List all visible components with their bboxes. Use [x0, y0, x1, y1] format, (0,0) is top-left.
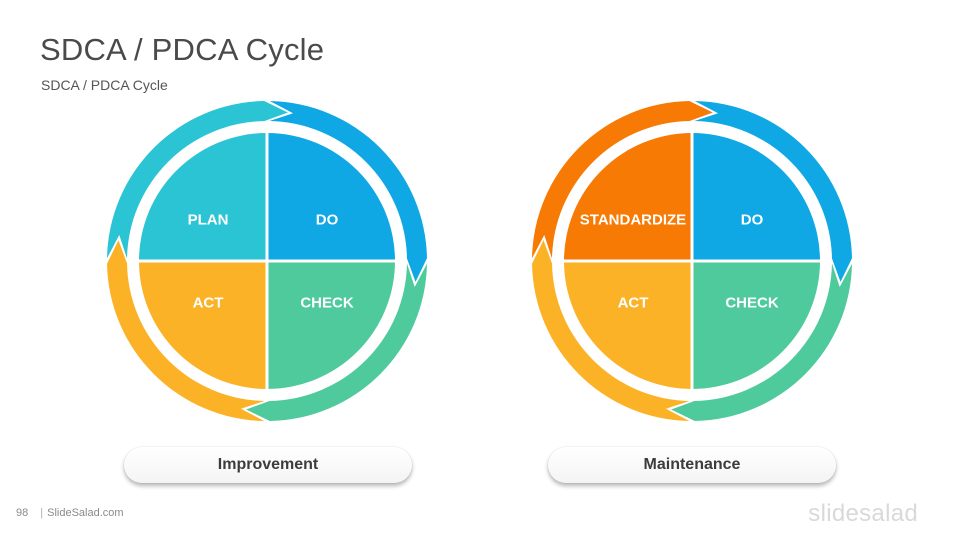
quadrant-bottom-right: [267, 261, 395, 389]
arrow-segment-bottom-left: [107, 240, 265, 421]
arrow-segment-top-right: [694, 101, 852, 282]
quadrant-label-bottom-right: CHECK: [725, 295, 779, 312]
footer-site: SlideSalad.com: [47, 507, 124, 519]
slide-subtitle: SDCA / PDCA Cycle: [41, 77, 168, 93]
quadrant-bottom-right: [692, 261, 820, 389]
quadrant-label-top-left: PLAN: [188, 212, 229, 229]
quadrant-label-bottom-left: ACT: [193, 295, 224, 312]
quadrant-bottom-left: [564, 261, 692, 389]
cycle-improvement: PLAN DO CHECK ACT: [107, 101, 427, 421]
quadrant-label-bottom-left: ACT: [618, 295, 649, 312]
brand-logo: slidesalad: [808, 500, 918, 527]
arrow-segment-top-left: [532, 101, 713, 259]
arrow-segment-top-left: [107, 101, 288, 259]
cycle-maintenance: STANDARDIZE DO CHECK ACT: [532, 101, 852, 421]
quadrant-top-right: [692, 133, 820, 261]
slide-title: SDCA / PDCA Cycle: [40, 32, 325, 67]
quadrant-label-bottom-right: CHECK: [300, 295, 354, 312]
quadrant-bottom-left: [139, 261, 267, 389]
footer: 98|SlideSalad.com: [16, 507, 124, 519]
arrow-segment-bottom-right: [246, 263, 427, 421]
arrow-segment-top-right: [269, 101, 427, 282]
quadrant-label-top-right: DO: [741, 212, 764, 229]
quadrant-top-left: [564, 133, 692, 261]
quadrant-label-top-right: DO: [316, 212, 339, 229]
improvement-label: Improvement: [124, 447, 412, 483]
maintenance-label: Maintenance: [548, 447, 836, 483]
arrow-segment-bottom-right: [671, 263, 852, 421]
page-number: 98: [16, 507, 29, 519]
arrow-segment-bottom-left: [532, 240, 690, 421]
quadrant-top-left: [139, 133, 267, 261]
quadrant-top-right: [267, 133, 395, 261]
quadrant-label-top-left: STANDARDIZE: [580, 212, 686, 229]
